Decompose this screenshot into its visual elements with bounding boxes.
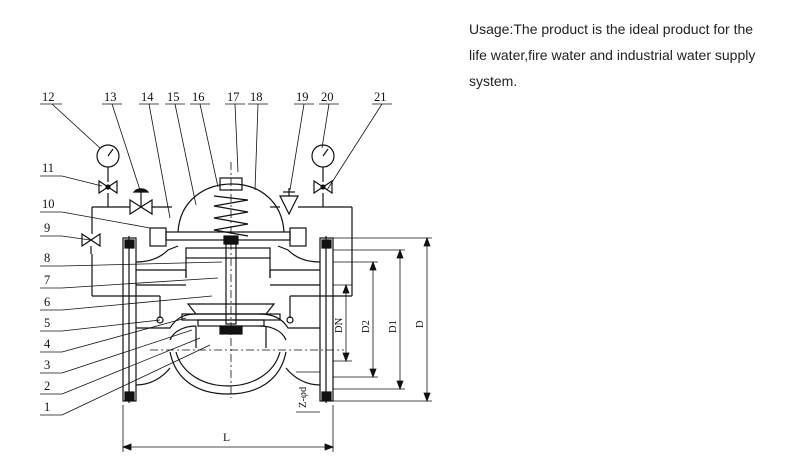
callout-20: 20 — [321, 90, 334, 104]
dimension-label-D1: D1 — [388, 320, 399, 333]
callout-17: 17 — [227, 90, 240, 104]
callout-1: 1 — [44, 400, 50, 414]
callout-18: 18 — [250, 90, 263, 104]
needle-valve-13 — [129, 188, 153, 216]
callout-8: 8 — [44, 251, 50, 265]
callout-2: 2 — [44, 379, 50, 393]
drain-valve-9 — [81, 232, 101, 254]
ball-valve-right — [313, 179, 333, 195]
callout-11: 11 — [42, 161, 54, 175]
pressure-gauge-right — [311, 144, 335, 182]
callout-15: 15 — [167, 90, 180, 104]
callout-labels-top: 12 13 14 15 16 17 18 19 20 21 — [42, 90, 387, 104]
usage-description: Usage:The product is the ideal product f… — [469, 21, 756, 89]
dimension-lines — [121, 236, 432, 452]
strainer-19 — [279, 188, 299, 216]
callout-labels-left: 11 10 9 8 7 6 5 4 3 2 1 — [42, 161, 55, 414]
dimension-label-L: L — [223, 432, 230, 444]
dimension-label-bolt-holes: Z-φd — [298, 386, 309, 408]
dimension-label-D: D — [415, 320, 426, 328]
callout-19: 19 — [296, 90, 309, 104]
callout-12: 12 — [42, 90, 55, 104]
callout-4: 4 — [44, 337, 51, 351]
callout-10: 10 — [42, 197, 55, 211]
callout-16: 16 — [192, 90, 205, 104]
callout-14: 14 — [141, 90, 154, 104]
callout-9: 9 — [44, 221, 50, 235]
callout-21: 21 — [374, 90, 387, 104]
callout-7: 7 — [44, 273, 50, 287]
pressure-gauge-left — [96, 144, 120, 182]
callout-5: 5 — [44, 316, 50, 330]
callout-6: 6 — [44, 295, 50, 309]
callout-13: 13 — [104, 90, 117, 104]
dimension-label-D2: D2 — [361, 320, 372, 333]
pilot-piping — [91, 193, 353, 324]
leader-lines — [40, 103, 383, 416]
ball-valve-left — [98, 179, 118, 195]
dimension-label-DN: DN — [334, 317, 345, 333]
callout-3: 3 — [44, 358, 50, 372]
